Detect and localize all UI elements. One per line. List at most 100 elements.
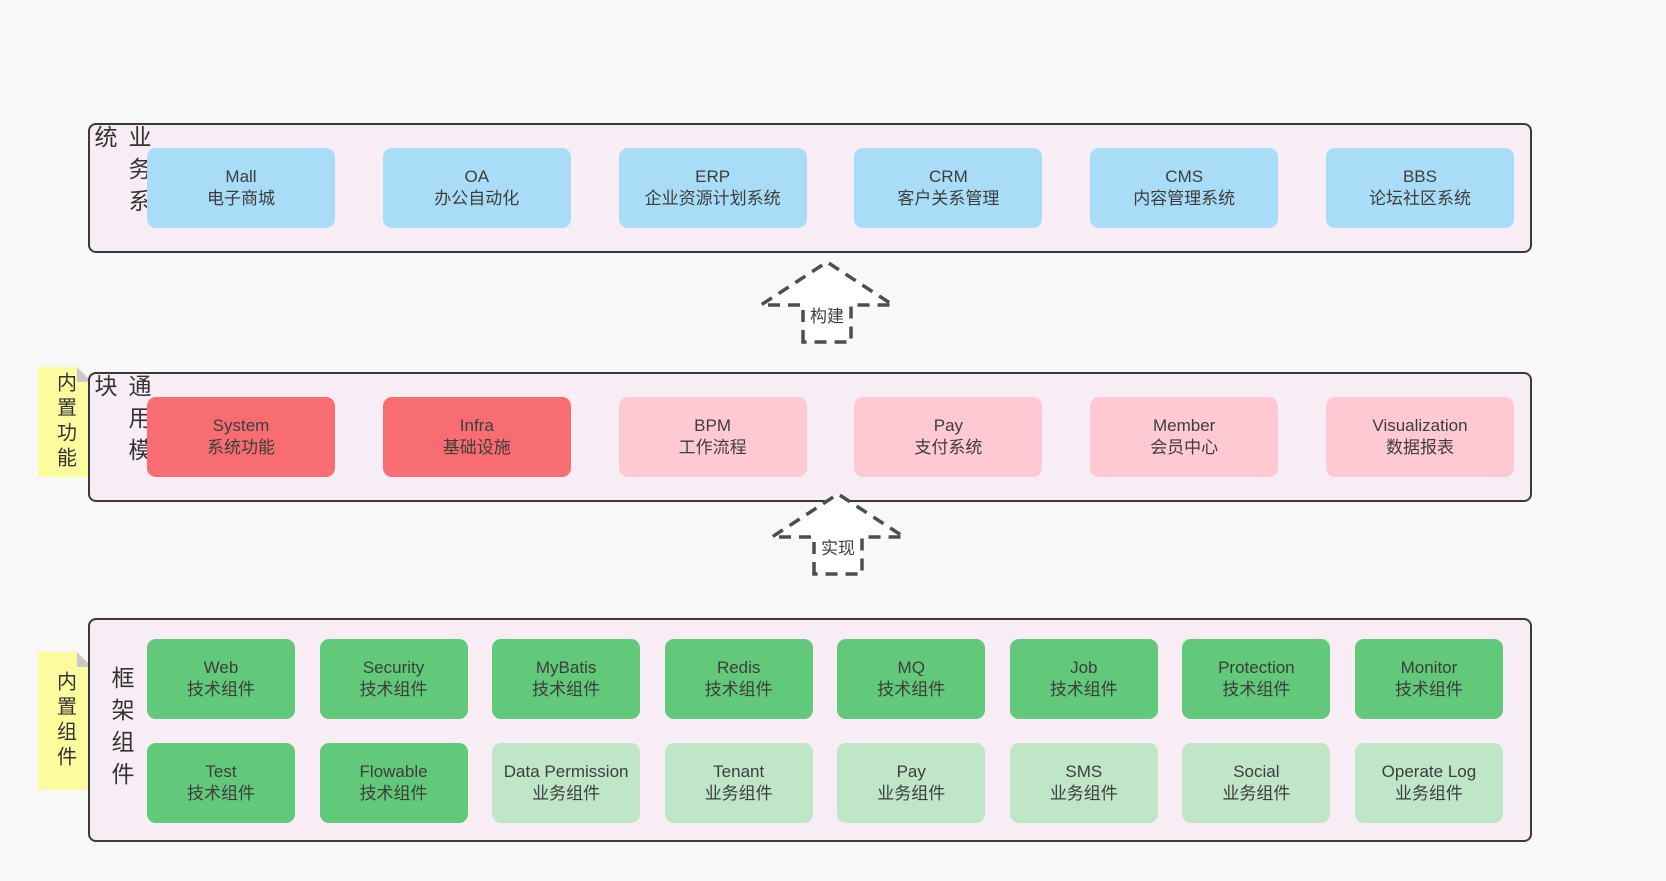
components-row-1: Web 技术组件 Security 技术组件 MyBatis 技术组件 Redi… <box>147 639 1503 719</box>
box-desc: 技术组件 <box>1222 680 1291 699</box>
box-desc: 技术组件 <box>359 680 428 699</box>
box-desc: 技术组件 <box>1049 680 1118 699</box>
box-tenant: Tenant 业务组件 <box>664 743 813 823</box>
box-desc: 内容管理系统 <box>1133 189 1236 208</box>
box-desc: 业务组件 <box>1049 784 1118 803</box>
box-title: BBS <box>1402 167 1437 186</box>
business-boxes-row: Mall 电子商城 OA 办公自动化 ERP 企业资源计划系统 CRM 客户关系… <box>147 148 1514 228</box>
box-oa: OA 办公自动化 <box>382 148 571 228</box>
box-title: Infra <box>459 416 494 435</box>
box-title: CRM <box>929 167 968 186</box>
modules-boxes-row: System 系统功能 Infra 基础设施 BPM 工作流程 Pay 支付系统… <box>147 397 1514 477</box>
box-title: Mall <box>225 167 257 186</box>
box-desc: 技术组件 <box>877 680 946 699</box>
box-title: Data Permission <box>503 762 629 781</box>
box-desc: 基础设施 <box>442 438 511 457</box>
box-erp: ERP 企业资源计划系统 <box>618 148 807 228</box>
box-crm: CRM 客户关系管理 <box>854 148 1043 228</box>
box-pay-business: Pay 业务组件 <box>837 743 986 823</box>
box-title: BPM <box>694 416 732 435</box>
box-desc: 技术组件 <box>187 680 255 699</box>
dashed-up-arrow-icon: 实现 <box>768 491 908 576</box>
box-visualization: Visualization 数据报表 <box>1325 397 1514 477</box>
box-title: Social <box>1233 762 1280 781</box>
box-protection: Protection 技术组件 <box>1182 639 1331 719</box>
box-mq: MQ 技术组件 <box>837 639 986 719</box>
note-text: 内置功能 <box>53 372 76 472</box>
box-redis: Redis 技术组件 <box>664 639 813 719</box>
box-data-permission: Data Permission 业务组件 <box>492 743 641 823</box>
box-title: Redis <box>716 658 761 677</box>
box-desc: 办公自动化 <box>434 189 520 208</box>
box-sms: SMS 业务组件 <box>1009 743 1158 823</box>
box-desc: 系统功能 <box>207 438 275 457</box>
box-social: Social 业务组件 <box>1182 743 1331 823</box>
box-desc: 数据报表 <box>1385 438 1454 457</box>
box-desc: 论坛社区系统 <box>1368 189 1471 208</box>
box-desc: 技术组件 <box>359 784 428 803</box>
box-desc: 业务组件 <box>1394 784 1463 803</box>
box-web: Web 技术组件 <box>147 639 295 719</box>
box-title: System <box>212 416 270 435</box>
arrow-label: 构建 <box>810 307 844 326</box>
box-title: CMS <box>1165 167 1204 186</box>
box-desc: 企业资源计划系统 <box>644 189 781 208</box>
box-pay: Pay 支付系统 <box>854 397 1043 477</box>
box-desc: 技术组件 <box>187 784 255 803</box>
box-desc: 业务组件 <box>704 784 773 803</box>
components-row-2: Test 技术组件 Flowable 技术组件 Data Permission … <box>147 743 1503 823</box>
sticky-note-built-in-features: 内置功能 <box>38 367 92 477</box>
box-title: Pay <box>896 762 926 781</box>
layer-label: 框架组件 <box>108 666 134 794</box>
layer-label: 通用模块 <box>91 374 151 470</box>
dashed-up-arrow-icon: 构建 <box>757 259 897 344</box>
box-title: OA <box>464 167 490 186</box>
box-desc: 客户关系管理 <box>897 189 1000 208</box>
implement-arrow: 实现 <box>768 490 908 576</box>
box-mall: Mall 电子商城 <box>147 148 335 228</box>
layer-common-modules: 通用模块 System 系统功能 Infra 基础设施 BPM 工作流程 Pay… <box>88 372 1532 502</box>
box-desc: 技术组件 <box>532 680 601 699</box>
box-mybatis: MyBatis 技术组件 <box>492 639 641 719</box>
box-flowable: Flowable 技术组件 <box>319 743 468 823</box>
box-member: Member 会员中心 <box>1090 397 1279 477</box>
box-title: Security <box>362 658 425 677</box>
box-bpm: BPM 工作流程 <box>618 397 807 477</box>
sticky-note-built-in-components: 内置组件 <box>38 652 92 790</box>
box-title: Visualization <box>1372 416 1468 435</box>
box-desc: 会员中心 <box>1150 438 1219 457</box>
box-desc: 技术组件 <box>1394 680 1463 699</box>
box-title: Flowable <box>359 762 428 781</box>
note-text: 内置组件 <box>53 671 76 771</box>
box-desc: 技术组件 <box>704 680 773 699</box>
box-title: MyBatis <box>535 658 597 677</box>
layer-label: 业务系统 <box>91 125 151 221</box>
build-arrow: 构建 <box>757 258 897 344</box>
box-title: Web <box>203 658 239 677</box>
box-title: Protection <box>1218 658 1295 677</box>
box-title: Operate Log <box>1381 762 1477 781</box>
box-title: Pay <box>933 416 964 435</box>
box-title: Monitor <box>1400 658 1458 677</box>
box-desc: 支付系统 <box>914 438 983 457</box>
box-title: ERP <box>695 167 731 186</box>
box-security: Security 技术组件 <box>319 639 468 719</box>
box-desc: 电子商城 <box>207 189 275 208</box>
box-title: Member <box>1153 416 1216 435</box>
box-monitor: Monitor 技术组件 <box>1354 639 1503 719</box>
arrow-label: 实现 <box>821 539 855 558</box>
box-system: System 系统功能 <box>147 397 335 477</box>
box-infra: Infra 基础设施 <box>382 397 571 477</box>
box-job: Job 技术组件 <box>1009 639 1158 719</box>
box-desc: 业务组件 <box>877 784 946 803</box>
box-cms: CMS 内容管理系统 <box>1090 148 1279 228</box>
box-title: Job <box>1070 658 1098 677</box>
box-bbs: BBS 论坛社区系统 <box>1325 148 1514 228</box>
box-operate-log: Operate Log 业务组件 <box>1354 743 1503 823</box>
layer-framework-components: 框架组件 Web 技术组件 Security 技术组件 MyBatis 技术组件… <box>88 618 1532 842</box>
box-title: SMS <box>1065 762 1103 781</box>
box-desc: 业务组件 <box>1222 784 1291 803</box>
box-test: Test 技术组件 <box>147 743 295 823</box>
box-desc: 工作流程 <box>678 438 747 457</box>
